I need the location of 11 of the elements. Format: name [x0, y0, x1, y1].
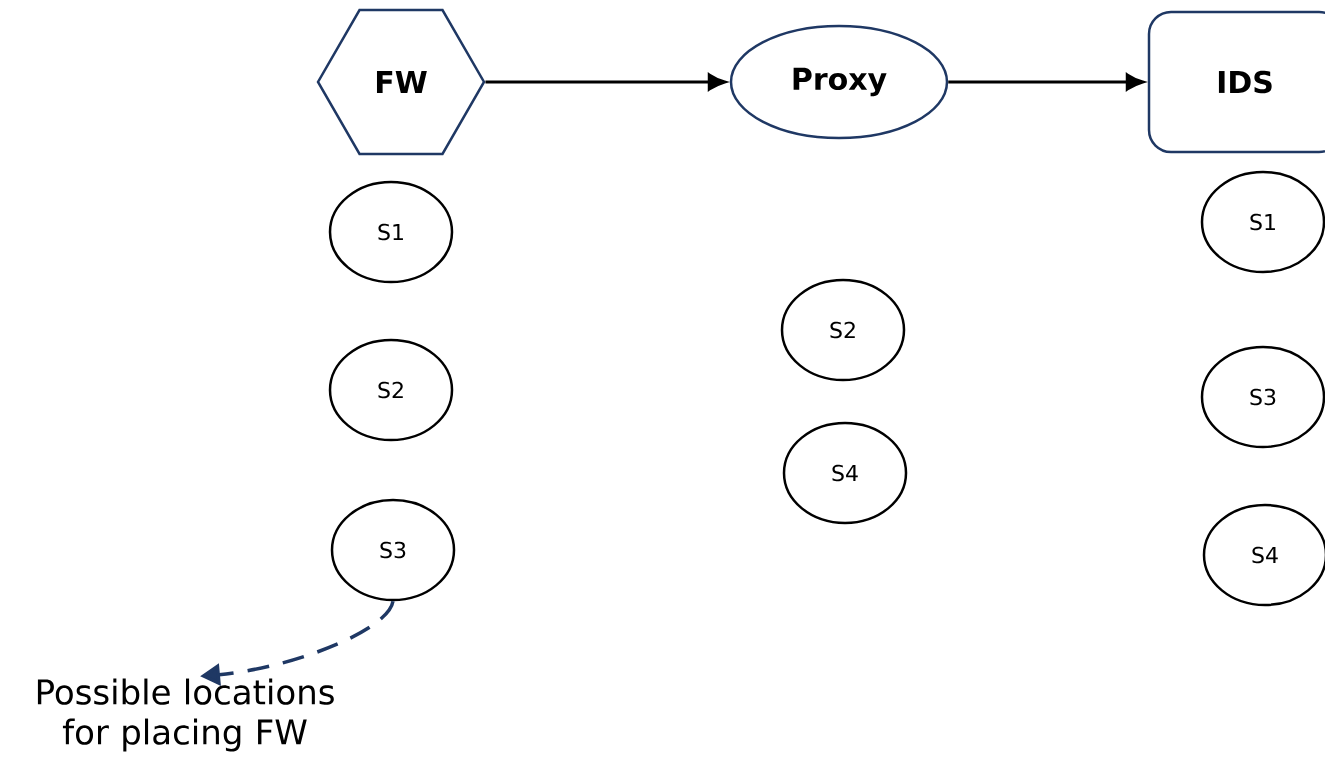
annotation-text: Possible locations for placing FW: [37, 678, 334, 752]
ellipse-node: Proxy: [729, 24, 949, 140]
circle-node: S4: [782, 421, 908, 525]
arrow: [485, 73, 727, 91]
circle-node: S2: [780, 278, 906, 382]
process-box: IDS: [1147, 10, 1325, 154]
arrow: [948, 73, 1145, 91]
circle-node: S2: [328, 338, 454, 442]
circle-node: S1: [328, 180, 454, 284]
hexagon-node: FW: [316, 8, 486, 156]
circle-node: S3: [330, 498, 456, 602]
